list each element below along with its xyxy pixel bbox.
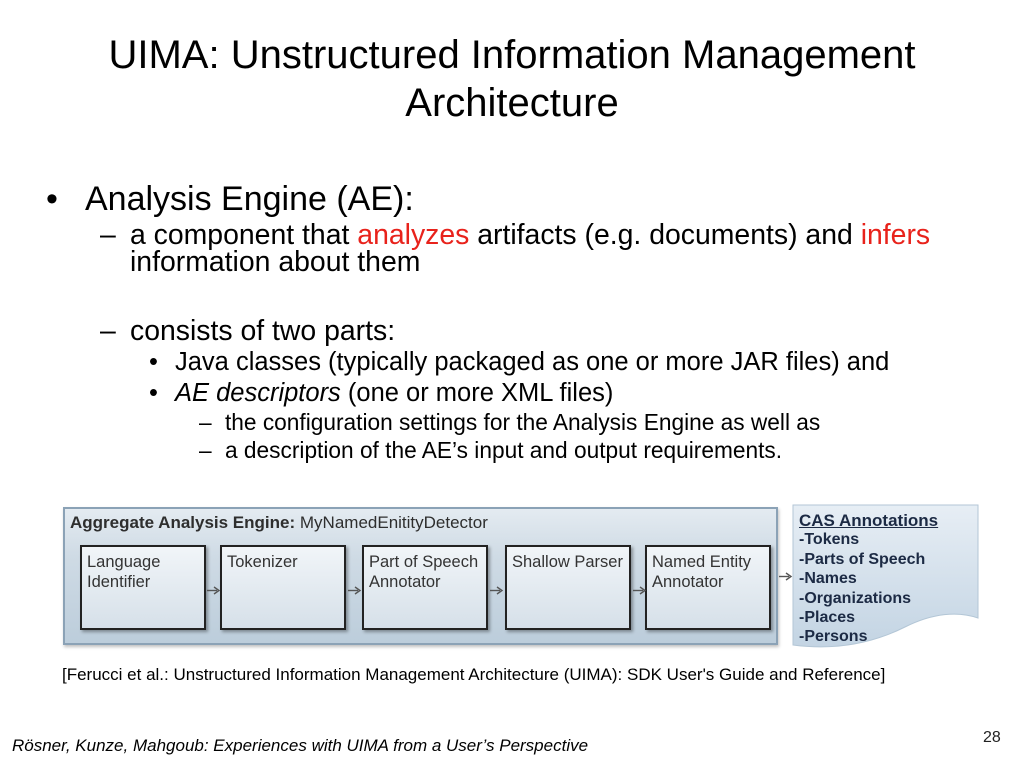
cas-annotation-item: -Tokens [799,531,860,549]
annotator-box: Language Identifier [80,545,206,630]
cas-annotation-item: -Persons [799,628,868,646]
highlight-analyzes: analyzes [357,219,470,251]
highlight-infers: infers [860,219,931,251]
arrow-right-icon [348,586,362,595]
definition-part: information about them [130,246,421,278]
java-classes-text: Java classes (typically packaged as one … [175,348,890,376]
cas-annotations-list: CAS Annotations -Tokens -Parts of Speech… [799,511,938,647]
dash-marker: – [100,219,116,251]
page-number: 28 [983,729,1001,746]
bullet-marker: • [46,180,58,218]
io-description-text: a description of the AE’s input and outp… [225,437,783,463]
ae-descriptors-rest: (one or more XML files) [340,379,614,407]
slide-title: UIMA: Unstructured Information Managemen… [108,33,916,125]
definition-text: a component that analyzes artifacts (e.g… [130,219,960,278]
definition-part: artifacts (e.g. documents) and [469,219,861,251]
config-settings-text: the configuration settings for the Analy… [225,409,821,435]
aggregate-title: Aggregate Analysis Engine: MyNamedEnitit… [70,513,488,533]
arrow-right-icon [779,572,793,581]
cas-annotation-item: -Places [799,609,856,627]
arrow-right-icon [207,586,221,595]
cas-annotation-item: -Names [799,570,857,588]
arrow-right-icon [633,586,647,595]
slide-footer: Rösner, Kunze, Mahgoub: Experiences with… [12,736,589,755]
annotator-box: Named Entity Annotator [645,545,771,630]
citation: [Ferucci et al.: Unstructured Informatio… [62,665,886,684]
annotator-box: Tokenizer [220,545,346,630]
cas-annotation-item: -Parts of Speech [799,550,926,568]
aggregate-label: Aggregate Analysis Engine: [70,513,296,532]
annotator-box: Shallow Parser [505,545,631,630]
dash-marker: – [199,437,212,463]
definition-part: a component that [130,219,358,251]
ae-descriptors-text: AE descriptors (one or more XML files) [175,378,613,408]
dash-marker: – [199,409,212,435]
bullet-marker: • [149,379,158,407]
ae-descriptors-term: AE descriptors [175,379,341,407]
document-icon [792,504,979,648]
aggregate-name: MyNamedEnitityDetector [299,513,488,532]
bullet-marker: • [149,348,158,376]
uima-architecture-diagram: Aggregate Analysis Engine: MyNamedEnitit… [60,500,985,652]
consists-text: consists of two parts: [130,315,396,347]
cas-annotations-title: CAS Annotations [799,511,939,530]
annotator-box: Part of Speech Annotator [362,545,488,630]
cas-annotation-item: -Organizations [799,589,912,607]
bullet-analysis-engine: Analysis Engine (AE): [85,180,414,218]
dash-marker: – [100,315,116,347]
arrow-right-icon [490,586,504,595]
